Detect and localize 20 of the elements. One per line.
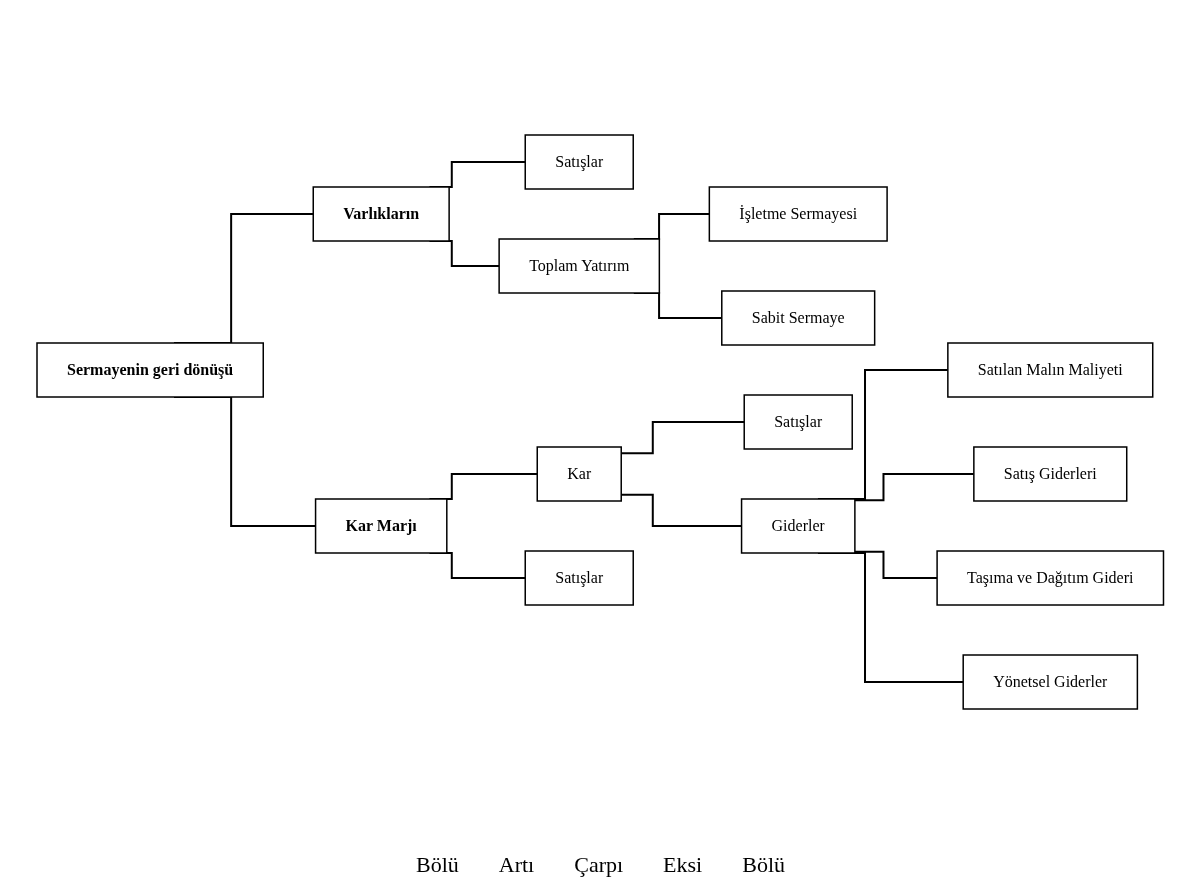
node-box: Varlıkların xyxy=(312,186,451,242)
node-box: Yönetsel Giderler xyxy=(962,654,1139,710)
node-box: İşletme Sermayesi xyxy=(708,186,889,242)
node-box: Taşıma ve Dağıtım Gideri xyxy=(936,550,1165,606)
node-box: Satışlar xyxy=(524,134,635,190)
node-box: Sermayenin geri dönüşü xyxy=(36,342,265,398)
node-box: Satışlar xyxy=(524,550,635,606)
node-box: Kar xyxy=(536,446,623,502)
node-box: Kar Marjı xyxy=(315,498,448,554)
node-box: Satışlar xyxy=(743,394,854,450)
node-box: Giderler xyxy=(741,498,856,554)
operator-label: Bölü xyxy=(742,852,786,878)
operator-label: Eksi xyxy=(663,852,703,878)
operator-label: Artı xyxy=(498,852,535,878)
node-box: Toplam Yatırım xyxy=(498,238,661,294)
node-box: Satılan Malın Maliyeti xyxy=(947,342,1154,398)
node-box: Sabit Sermaye xyxy=(721,290,876,346)
operator-label: Bölü xyxy=(415,852,459,878)
operator-label: Çarpı xyxy=(574,852,624,878)
node-box: Satış Giderleri xyxy=(973,446,1128,502)
